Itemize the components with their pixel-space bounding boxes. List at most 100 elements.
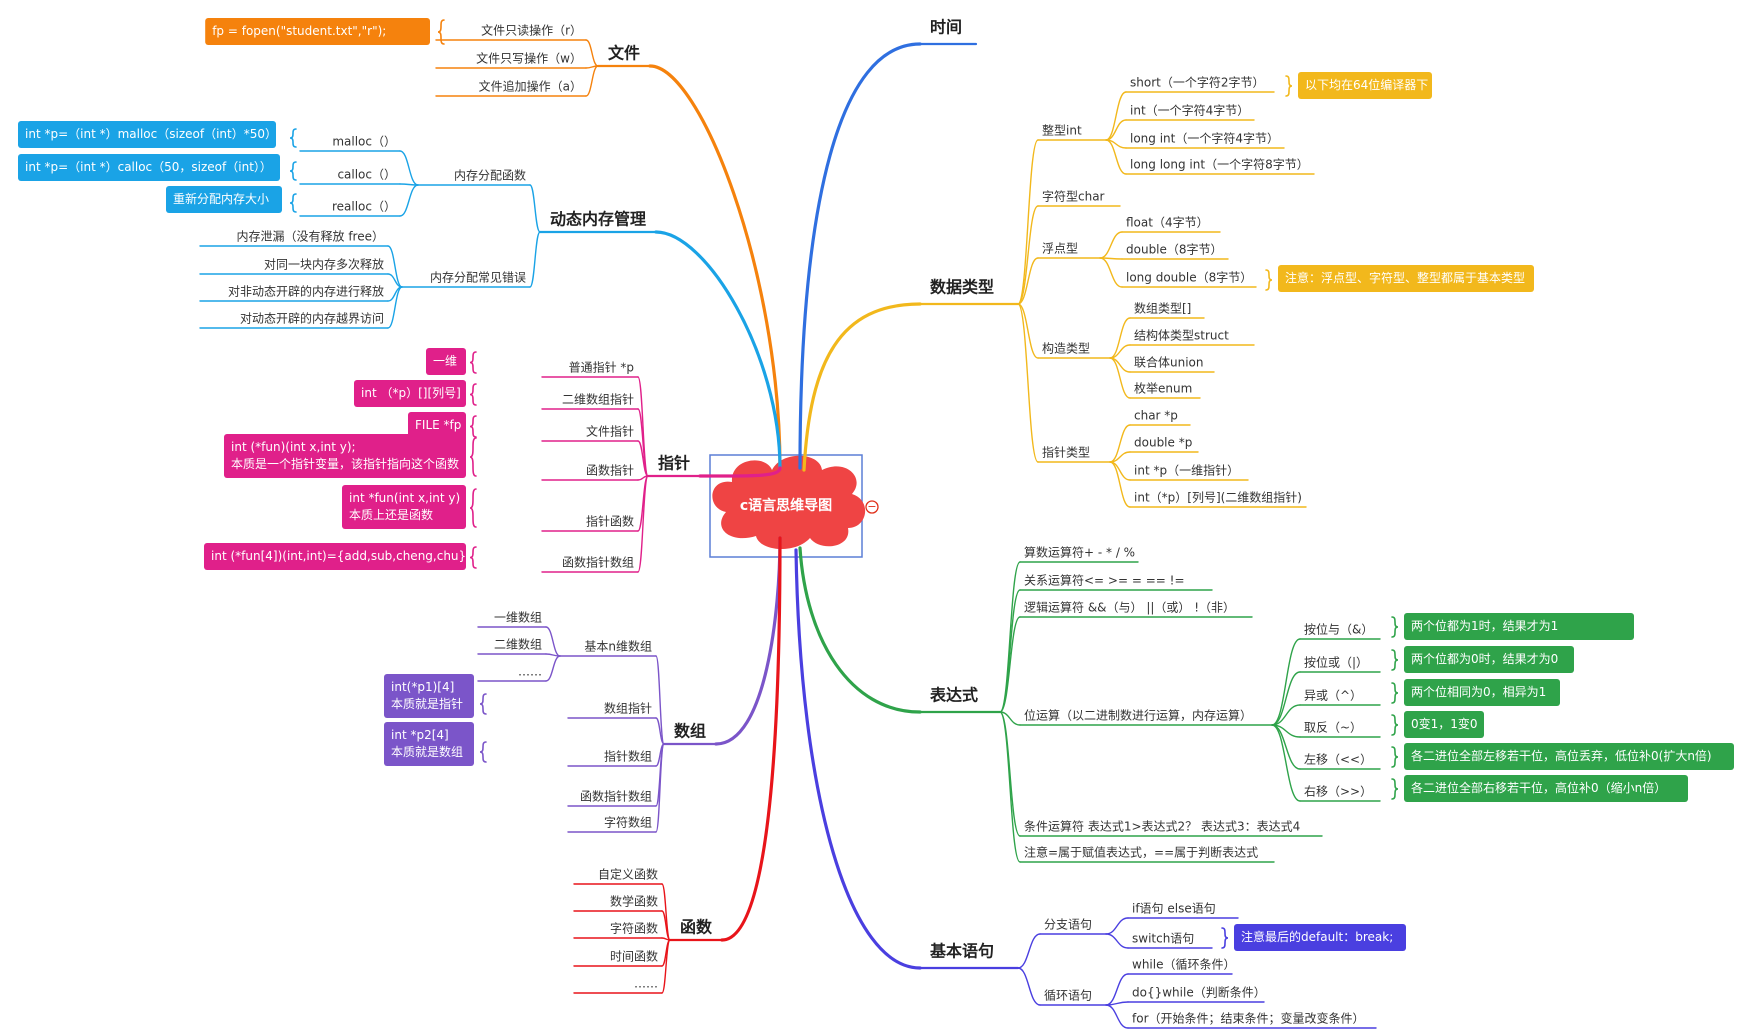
dtype-ptr-item[interactable]: int（*p）[列号](二维数组指针) [1134, 490, 1302, 505]
branch-file-label[interactable]: 文件 [608, 44, 640, 63]
stmt-loop-item[interactable]: do{}while（判断条件） [1132, 985, 1266, 1000]
expr-top-item[interactable]: 逻辑运算符 &&（与） ||（或） !（非） [1024, 600, 1235, 615]
pointer-item[interactable]: 指针函数 [586, 514, 634, 529]
expr-bit-note[interactable] [1404, 646, 1574, 673]
pointer-item[interactable]: 函数指针 [586, 463, 634, 478]
center-cloud-shape[interactable] [712, 455, 866, 550]
stmt-branch-label[interactable]: 分支语句 [1044, 918, 1092, 932]
alloc-note[interactable] [166, 186, 282, 213]
func-item[interactable]: 数学函数 [610, 894, 658, 909]
file-item[interactable]: 文件只写操作（w） [476, 51, 582, 66]
expr-top-item[interactable]: 算数运算符+ - * / % [1024, 545, 1135, 560]
dtype-struct-item[interactable]: 联合体union [1134, 355, 1204, 370]
dtype-int-label[interactable]: 整型int [1042, 123, 1082, 138]
expr-bit-note[interactable] [1404, 613, 1634, 640]
stmt-branch-note[interactable] [1234, 924, 1406, 951]
stmt-loop-item[interactable]: for（开始条件；结束条件；变量改变条件） [1132, 1011, 1365, 1026]
dtype-float-note[interactable] [1278, 265, 1534, 292]
file-item[interactable]: 文件追加操作（a） [479, 79, 582, 94]
expr-bit-item[interactable]: 右移（>>） [1304, 784, 1372, 799]
nd-item[interactable]: …… [518, 665, 542, 679]
dtype-ptr-label[interactable]: 指针类型 [1042, 445, 1090, 460]
collapse-toggle-icon[interactable]: − [867, 500, 876, 513]
pointer-note[interactable] [354, 380, 466, 407]
stmt-loop-label[interactable]: 循环语句 [1044, 989, 1092, 1003]
func-item[interactable]: …… [634, 977, 658, 991]
branch-expr-label[interactable]: 表达式 [929, 686, 978, 705]
nd-item[interactable]: 二维数组 [494, 637, 542, 652]
errors-item[interactable]: 对同一块内存多次释放 [264, 257, 384, 272]
dtype-ptr-item[interactable]: double *p [1134, 436, 1192, 450]
dtype-int-item[interactable]: int（一个字符4字节） [1130, 103, 1249, 118]
stmt-loop-item[interactable]: while（循环条件） [1132, 958, 1235, 972]
pointer-note[interactable] [224, 434, 466, 478]
expr-bottom-item[interactable]: 注意=属于赋值表达式，==属于判断表达式 [1024, 845, 1258, 860]
branch-array-label[interactable]: 数组 [674, 722, 706, 741]
expr-bit-item[interactable]: 左移（<<） [1304, 752, 1372, 767]
dtype-int-item[interactable]: long int（一个字符4字节） [1130, 131, 1279, 146]
alloc-item[interactable]: realloc（） [332, 200, 396, 214]
nd-item[interactable]: 一维数组 [494, 610, 542, 625]
branch-time-label[interactable]: 时间 [930, 18, 962, 37]
dtype-float-item[interactable]: float（4字节） [1126, 215, 1209, 230]
pointer-item[interactable]: 文件指针 [586, 424, 634, 439]
branch-pointer-label[interactable]: 指针 [658, 454, 690, 473]
array-item[interactable]: 函数指针数组 [580, 789, 652, 804]
dtype-ptr-item[interactable]: int *p（一维指针） [1134, 463, 1239, 478]
dtype-float-label[interactable]: 浮点型 [1042, 242, 1078, 256]
array-note[interactable] [384, 722, 474, 766]
func-item[interactable]: 自定义函数 [598, 867, 658, 882]
branch-dtype-label[interactable]: 数据类型 [930, 278, 994, 297]
errors-item[interactable]: 对非动态开辟的内存进行释放 [228, 284, 384, 299]
dtype-float-item[interactable]: double（8字节） [1126, 242, 1223, 257]
dtype-struct-item[interactable]: 枚举enum [1134, 381, 1192, 396]
dtype-struct-item[interactable]: 数组类型[] [1134, 301, 1191, 316]
errors-item[interactable]: 内存泄漏（没有释放 free） [237, 229, 384, 244]
alloc-note[interactable] [18, 121, 276, 148]
pointer-note[interactable] [408, 412, 466, 439]
alloc-note[interactable] [18, 154, 280, 181]
expr-bit-note[interactable] [1404, 775, 1688, 802]
expr-bit-item[interactable]: 按位与（&） [1304, 622, 1373, 637]
branch-stmt-label[interactable]: 基本语句 [929, 942, 994, 961]
errors-label[interactable]: 内存分配常见错误 [430, 271, 526, 285]
array-item[interactable]: 数组指针 [604, 701, 652, 716]
dtype-char-label[interactable]: 字符型char [1042, 189, 1105, 204]
expr-top-item[interactable]: 关系运算符<= >= = == != [1024, 573, 1185, 588]
expr-bit-item[interactable]: 取反（~） [1304, 721, 1362, 735]
stmt-branch-item[interactable]: if语句 else语句 [1132, 902, 1216, 916]
file-note[interactable] [205, 18, 430, 45]
array-item[interactable]: 字符数组 [604, 815, 652, 830]
branch-dynamic-label[interactable]: 动态内存管理 [550, 210, 646, 229]
func-item[interactable]: 字符函数 [610, 921, 658, 936]
expr-bit-note[interactable] [1404, 679, 1560, 706]
branch-func-label[interactable]: 函数 [680, 918, 713, 937]
expr-bit-note[interactable] [1404, 743, 1734, 770]
dtype-int-note[interactable] [1298, 72, 1432, 99]
pointer-item[interactable]: 函数指针数组 [562, 555, 634, 570]
dtype-struct-label[interactable]: 构造类型 [1042, 341, 1090, 356]
expr-bit-item[interactable]: 按位或（|） [1304, 655, 1368, 670]
pointer-item[interactable]: 二维数组指针 [562, 392, 634, 407]
file-item[interactable]: 文件只读操作（r） [481, 23, 582, 38]
expr-bit-item[interactable]: 异或（^） [1304, 689, 1362, 703]
dtype-int-item[interactable]: short（一个字符2字节） [1130, 75, 1264, 90]
func-item[interactable]: 时间函数 [610, 949, 658, 964]
dtype-ptr-item[interactable]: char *p [1134, 409, 1178, 423]
expr-bottom-item[interactable]: 条件运算符 表达式1>表达式2？ 表达式3：表达式4 [1024, 819, 1300, 834]
pointer-note[interactable] [204, 543, 466, 570]
alloc-item[interactable]: malloc（） [332, 135, 396, 149]
center-title[interactable]: c语言思维导图 [740, 497, 832, 514]
dtype-struct-item[interactable]: 结构体类型struct [1134, 328, 1229, 343]
array-item[interactable]: 指针数组 [604, 749, 652, 764]
dtype-float-item[interactable]: long double（8字节） [1126, 270, 1252, 285]
alloc-item[interactable]: calloc（） [337, 168, 396, 182]
collapse-toggle[interactable] [865, 500, 879, 514]
pointer-note[interactable] [342, 485, 466, 529]
array-note[interactable] [384, 674, 474, 718]
nd-label[interactable]: 基本n维数组 [584, 639, 652, 654]
errors-item[interactable]: 对动态开辟的内存越界访问 [240, 311, 384, 326]
expr-bit-note[interactable] [1404, 711, 1484, 738]
pointer-note[interactable] [426, 348, 466, 375]
expr-bit-label[interactable]: 位运算（以二进制数进行运算，内存运算） [1024, 708, 1252, 723]
